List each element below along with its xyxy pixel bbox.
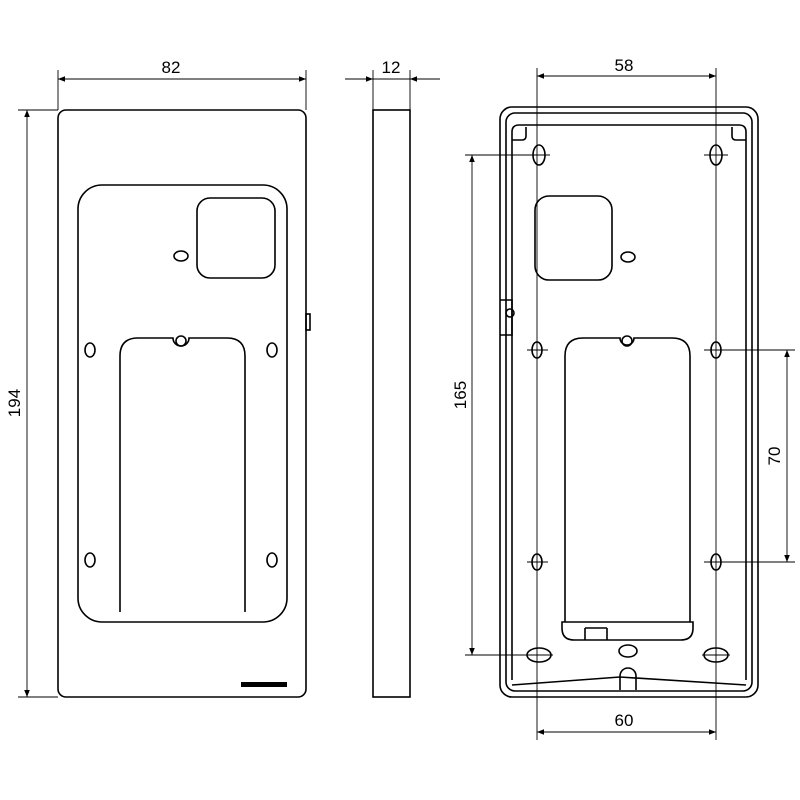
back-dimensions: 58 165 70 60 bbox=[451, 56, 790, 735]
front-dimensions: 82 194 bbox=[5, 58, 307, 698]
dimension-70: 70 bbox=[765, 447, 784, 466]
side-view: 12 bbox=[345, 58, 440, 698]
dimension-82: 82 bbox=[162, 58, 181, 77]
dimension-165: 165 bbox=[451, 381, 470, 409]
dimension-58: 58 bbox=[615, 56, 634, 75]
back-view bbox=[465, 68, 795, 740]
dimension-60: 60 bbox=[615, 711, 634, 730]
logo-mark bbox=[241, 682, 287, 687]
front-view bbox=[57, 109, 311, 698]
dimension-194: 194 bbox=[5, 389, 24, 417]
dimension-12: 12 bbox=[382, 58, 401, 77]
